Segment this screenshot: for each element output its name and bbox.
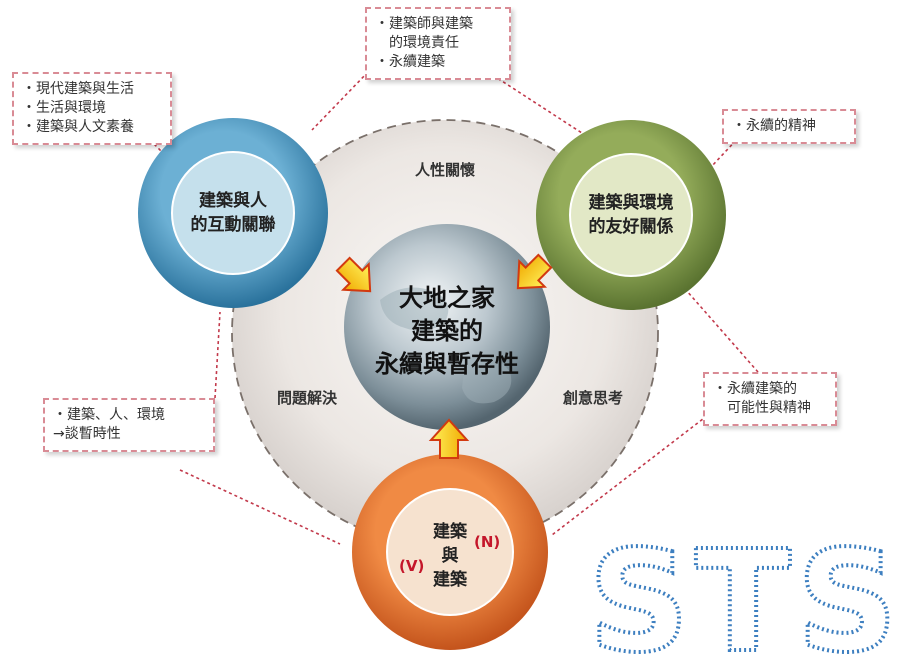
green-ring-label-line: 的友好關係: [588, 217, 674, 237]
connector-lines: [149, 71, 759, 545]
center-label-line: 永續與暫存性: [375, 350, 519, 378]
note-line: ・建築與人文素養: [22, 119, 134, 135]
connector-left-mid: [214, 311, 221, 399]
arrow-right: [516, 253, 553, 290]
sts-logo: STS: [588, 521, 903, 670]
green-ring-center: [569, 153, 693, 277]
note-line: 的環境責任: [375, 35, 459, 51]
note-line: ・建築師與建築: [375, 16, 473, 32]
connector-top-center-right: [487, 71, 586, 136]
note-top-left: ・現代建築與生活 ・生活與環境 ・建築與人文素養: [12, 72, 172, 145]
blue-ring-label-line: 建築與人: [199, 191, 267, 211]
orange-ring-label-line: 建築: [433, 570, 467, 590]
connector-left-bottom: [179, 469, 341, 545]
note-line: ・永續建築: [375, 54, 445, 70]
blue-ring-label: 建築與人 的互動關聯: [173, 189, 293, 237]
center-label-line: 建築的: [411, 317, 483, 345]
connector-top-center-left: [311, 71, 369, 131]
connector-right-bottom: [551, 411, 713, 536]
center-label-line: 大地之家: [399, 284, 495, 312]
mark-v: (V): [399, 557, 425, 575]
arrow-left: [335, 256, 372, 293]
note-line: ・生活與環境: [22, 100, 106, 116]
orange-ring-center: [386, 488, 514, 616]
note-left-bottom: ・建築、人、環境 →談暫時性: [43, 398, 215, 452]
note-line: 可能性與精神: [713, 400, 811, 416]
orange-ring-label: 建築 與 建築: [405, 520, 495, 592]
connector-right-top: [696, 135, 741, 183]
green-ring-label-line: 建築與環境: [588, 193, 674, 213]
orange-ring-label-line: 建築: [433, 522, 467, 542]
globe-landmass: [462, 356, 512, 404]
note-right-bottom: ・永續建築的 可能性與精神: [703, 372, 837, 426]
theme-left-label: 問題解決: [276, 389, 337, 407]
note-line: ・現代建築與生活: [22, 81, 134, 97]
note-line: ・建築、人、環境: [53, 407, 165, 423]
blue-ring-label-line: 的互動關聯: [190, 215, 276, 235]
mark-n: (N): [474, 533, 501, 551]
orange-ring-label-line: 與: [441, 546, 459, 566]
note-line: →談暫時性: [53, 426, 121, 442]
globe-landmass: [380, 287, 449, 331]
connector-right-mid: [685, 289, 759, 373]
theme-top-label: 人性關懷: [414, 161, 475, 179]
note-line: ・永續的精神: [732, 118, 816, 134]
theme-right-label: 創意思考: [562, 389, 623, 407]
blue-ring-center: [171, 151, 295, 275]
note-line: ・永續建築的: [713, 381, 797, 397]
note-right-top: ・永續的精神: [722, 109, 856, 144]
center-label: 大地之家 建築的 永續與暫存性: [357, 282, 537, 381]
green-ring-label: 建築與環境 的友好關係: [571, 191, 691, 239]
note-top-center: ・建築師與建築 的環境責任 ・永續建築: [365, 7, 511, 80]
arrow-bottom: [428, 418, 470, 459]
